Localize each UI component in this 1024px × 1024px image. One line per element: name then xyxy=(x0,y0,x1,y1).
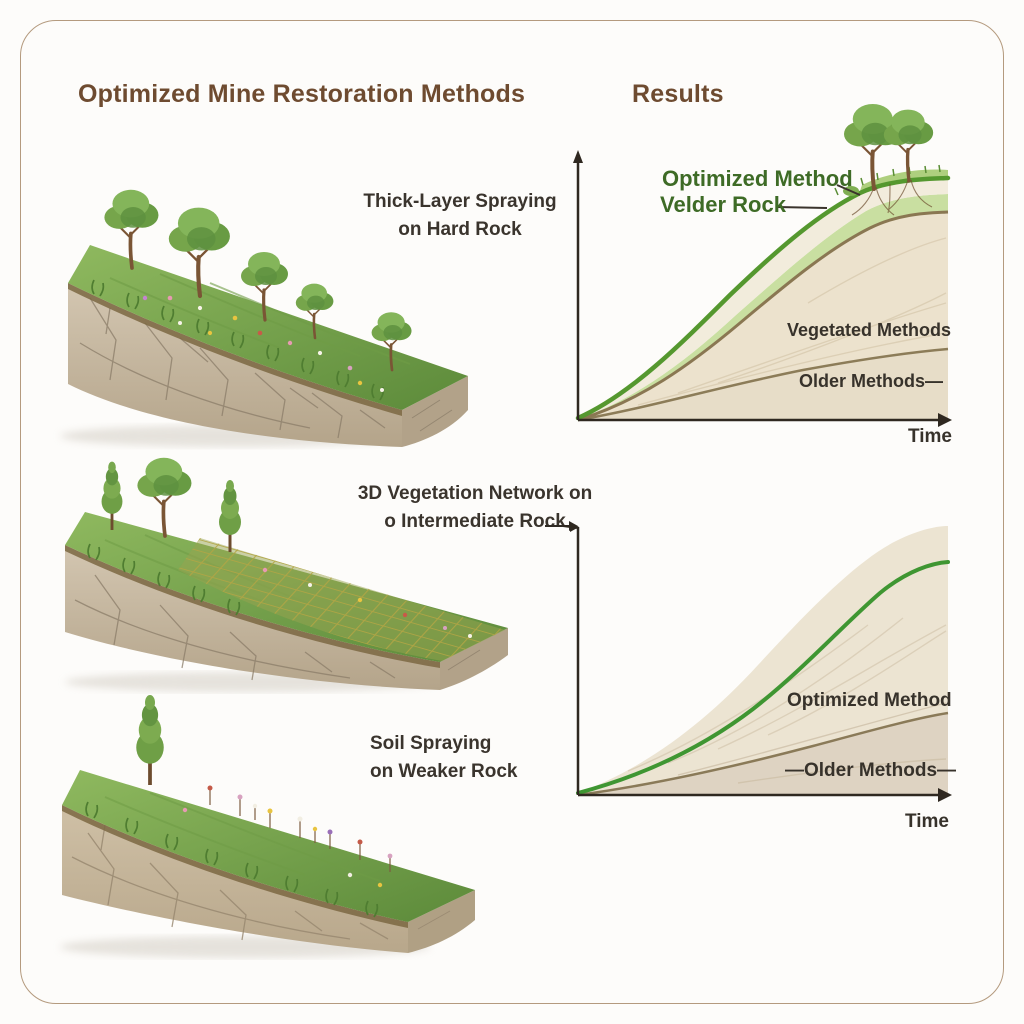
y-axis-arrow-icon xyxy=(573,150,583,163)
weak-rock-illustration xyxy=(60,693,475,958)
crest-mound xyxy=(860,169,948,191)
chart2-older-methods-label: —Older Methods— xyxy=(785,760,957,781)
optimized-method-curve xyxy=(576,560,950,795)
mesh-network-illustration xyxy=(65,455,508,692)
grass-tufts xyxy=(87,543,241,616)
chart1-optimized-method-label: Optimized Method xyxy=(662,166,853,191)
watercolor-streaks xyxy=(627,617,947,784)
label-connector-line xyxy=(545,525,571,527)
rock-cracks xyxy=(79,297,453,439)
older-methods-area xyxy=(578,713,948,795)
method-label-line2: on Hard Rock xyxy=(398,219,522,240)
soil-layer xyxy=(62,805,408,928)
chart1-time-axis-label: Time xyxy=(908,426,953,447)
annotation-dashes xyxy=(776,184,861,209)
chart1-velder-rock-label: Velder Rock xyxy=(660,192,786,217)
cream-band xyxy=(578,178,948,419)
hard-rock-illustration xyxy=(60,187,468,447)
method-label-line1: 3D Vegetation Network on xyxy=(357,483,593,504)
axes xyxy=(576,157,944,422)
method-label-line2: o Intermediate Rock xyxy=(384,511,566,532)
method-label-line1: Thick-Layer Spraying xyxy=(363,191,557,212)
older-methods-curve xyxy=(577,711,949,797)
soil-layer xyxy=(65,545,440,668)
method-label-line2: on Weaker Rock xyxy=(370,761,518,782)
tree-icon xyxy=(217,478,243,554)
soil-layer xyxy=(68,283,402,416)
grass-top xyxy=(68,245,468,410)
rock-end-face xyxy=(408,890,475,953)
grass-tufts xyxy=(85,801,379,918)
rock-end-face xyxy=(402,376,468,447)
wildflowers xyxy=(142,295,384,392)
method-label-thick-layer: Thick-Layer Spraying on Hard Rock xyxy=(345,188,575,244)
rock-cracks xyxy=(71,824,451,941)
vegetated-methods-area xyxy=(578,212,948,420)
y-axis-arrow-icon xyxy=(570,522,579,532)
page-title: Optimized Mine Restoration Methods xyxy=(78,80,526,108)
grass-top xyxy=(62,770,475,922)
chart1-vegetated-methods-label: Vegetated Methods xyxy=(787,320,952,340)
vegetated-methods-curve xyxy=(577,210,949,422)
rock-end-face xyxy=(440,628,508,690)
mesh-grid xyxy=(178,538,505,661)
grass-tufts xyxy=(91,279,385,401)
rock-cracks xyxy=(74,574,481,681)
older-methods-area xyxy=(578,349,948,420)
tree-icon xyxy=(135,455,194,538)
optimized-method-curve xyxy=(575,175,951,421)
watercolor-streaks xyxy=(637,237,947,406)
x-axis-arrow-icon xyxy=(938,413,952,427)
chart2-time-axis-label: Time xyxy=(905,811,950,832)
x-axis-arrow-icon xyxy=(938,788,952,802)
wildflowers xyxy=(262,567,472,638)
tree-icon xyxy=(134,693,166,787)
method-label-soil-spraying: Soil Spraying on Weaker Rock xyxy=(370,730,590,786)
method-label-line1: Soil Spraying xyxy=(370,733,492,754)
chart2-optimized-method-label: Optimized Method xyxy=(787,690,952,711)
flower-stems xyxy=(209,790,391,872)
wildflowers xyxy=(182,785,393,888)
results-chart-lower xyxy=(562,522,952,802)
results-chart-upper xyxy=(573,102,952,427)
chart1-older-methods-label: Older Methods— xyxy=(799,371,944,391)
method-label-network: 3D Vegetation Network on o Intermediate … xyxy=(340,480,610,536)
grass-texture xyxy=(109,273,411,365)
results-title: Results xyxy=(632,80,724,108)
older-methods-curve xyxy=(577,347,949,422)
grass-texture xyxy=(104,792,381,882)
